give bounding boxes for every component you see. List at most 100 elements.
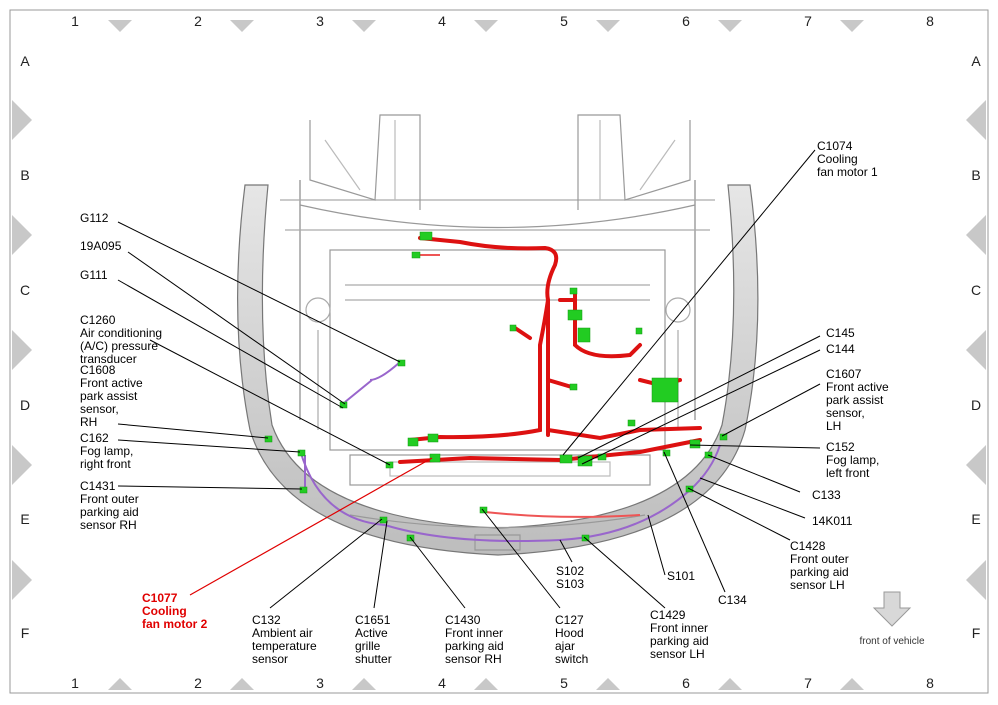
callout-c1651-line: grille bbox=[355, 639, 381, 653]
callout-c1607-line: LH bbox=[826, 419, 841, 433]
callout-c1607-line: C1607 bbox=[826, 367, 862, 381]
callout-c1607-line: park assist bbox=[826, 393, 884, 407]
grid-column-label: 1 bbox=[71, 675, 79, 691]
grid-column-label: 6 bbox=[682, 13, 690, 29]
grid-row-label: D bbox=[20, 397, 30, 413]
grid-row-label: E bbox=[971, 511, 980, 527]
grid-column-label: 5 bbox=[560, 675, 568, 691]
callout-c1430-line: sensor RH bbox=[445, 652, 502, 666]
callout-c1074-line: Cooling bbox=[817, 152, 858, 166]
grid-row-label: C bbox=[20, 282, 30, 298]
callout-c127-line: ajar bbox=[555, 639, 575, 653]
grid-row-label: D bbox=[971, 397, 981, 413]
callout-c162-line: Fog lamp, bbox=[80, 444, 133, 458]
grid-column-label: 2 bbox=[194, 13, 202, 29]
callout-c1428-line: Front outer bbox=[790, 552, 849, 566]
callout-c1074-line: fan motor 1 bbox=[817, 165, 878, 179]
grid-row-label: C bbox=[971, 282, 981, 298]
callout-c1651-line: C1651 bbox=[355, 613, 391, 627]
callout-c152-line: left front bbox=[826, 466, 870, 480]
callout-c1651-line: Active bbox=[355, 626, 388, 640]
callout-c145-line: C145 bbox=[826, 326, 855, 340]
leader-lines bbox=[117, 149, 821, 609]
callout-c1260-line: C1260 bbox=[80, 313, 116, 327]
callout-c1260-line: Air conditioning bbox=[80, 326, 162, 340]
callout-c132-line: Ambient air bbox=[252, 626, 313, 640]
callout-c132-line: temperature bbox=[252, 639, 317, 653]
callout-14k011-line: 14K011 bbox=[812, 514, 853, 528]
grid-row-label: B bbox=[971, 167, 980, 183]
callout-c1077-line: fan motor 2 bbox=[142, 617, 208, 631]
front-of-vehicle-label: front of vehicle bbox=[859, 636, 924, 647]
grid-column-label: 3 bbox=[316, 675, 324, 691]
callout-c1260-line: (A/C) pressure bbox=[80, 339, 158, 353]
callout-c1431-line: C1431 bbox=[80, 479, 116, 493]
grid-column-label: 3 bbox=[316, 13, 324, 29]
callout-c1429-line: C1429 bbox=[650, 608, 686, 622]
callout-c152-line: C152 bbox=[826, 440, 855, 454]
callout-c127-line: switch bbox=[555, 652, 588, 666]
callout-c1431-line: sensor RH bbox=[80, 518, 137, 532]
front-of-vehicle-arrow-icon bbox=[872, 591, 912, 627]
grid-row-label: A bbox=[971, 53, 981, 69]
connectors bbox=[264, 231, 728, 542]
callout-c1608-line: Front active bbox=[80, 376, 143, 390]
callout-c1608-line: RH bbox=[80, 415, 97, 429]
callout-c1428-line: C1428 bbox=[790, 539, 826, 553]
grid-column-label: 5 bbox=[560, 13, 568, 29]
callout-c132-line: sensor bbox=[252, 652, 288, 666]
callout-c152-line: Fog lamp, bbox=[826, 453, 879, 467]
callout-c1430-line: parking aid bbox=[445, 639, 504, 653]
grid-column-label: 7 bbox=[804, 13, 812, 29]
callout-g111-line: G111 bbox=[80, 268, 108, 282]
callout-c1607-line: sensor, bbox=[826, 406, 865, 420]
callout-c133-line: C133 bbox=[812, 488, 841, 502]
callout-c1651-line: shutter bbox=[355, 652, 392, 666]
callout-c1608-line: C1608 bbox=[80, 363, 116, 377]
callout-c132-line: C132 bbox=[252, 613, 281, 627]
callout-c1608-line: sensor, bbox=[80, 402, 119, 416]
grid-column-label: 4 bbox=[438, 13, 446, 29]
callout-c1074-line: C1074 bbox=[817, 139, 853, 153]
callout-c1607-line: Front active bbox=[826, 380, 889, 394]
grid-column-label: 7 bbox=[804, 675, 812, 691]
c1077-leader-line bbox=[189, 457, 433, 596]
callout-c1430-line: Front inner bbox=[445, 626, 503, 640]
callout-19a095-line: 19A095 bbox=[80, 239, 122, 253]
grid-column-label: 6 bbox=[682, 675, 690, 691]
callout-c1077-line: Cooling bbox=[142, 604, 187, 618]
grid-column-label: 8 bbox=[926, 13, 934, 29]
callout-c1431-line: Front outer bbox=[80, 492, 139, 506]
grid-markers bbox=[12, 20, 986, 690]
callout-c144-line: C144 bbox=[826, 342, 855, 356]
grid-column-label: 1 bbox=[71, 13, 79, 29]
callout-g112-line: G112 bbox=[80, 211, 109, 225]
callout-c127-line: C127 bbox=[555, 613, 584, 627]
grid-row-label: B bbox=[20, 167, 29, 183]
callout-c1429-line: Front inner bbox=[650, 621, 708, 635]
callout-c1260-line: transducer bbox=[80, 352, 137, 366]
grid-row-label: A bbox=[20, 53, 30, 69]
grid-row-label: F bbox=[21, 625, 30, 641]
callout-c162-line: right front bbox=[80, 457, 131, 471]
grid-column-label: 4 bbox=[438, 675, 446, 691]
callout-s102-line: S103 bbox=[556, 577, 584, 591]
callout-c1430-line: C1430 bbox=[445, 613, 481, 627]
callout-s101-line: S101 bbox=[667, 569, 695, 583]
callout-c134-line: C134 bbox=[718, 593, 747, 607]
callout-c1428-line: sensor LH bbox=[790, 578, 845, 592]
callout-c1431-line: parking aid bbox=[80, 505, 139, 519]
callout-c1429-line: sensor LH bbox=[650, 647, 705, 661]
grid-column-label: 2 bbox=[194, 675, 202, 691]
grid-row-label: E bbox=[20, 511, 29, 527]
callout-c127-line: Hood bbox=[555, 626, 584, 640]
callout-s102-line: S102 bbox=[556, 564, 584, 578]
callout-c1429-line: parking aid bbox=[650, 634, 709, 648]
callout-c162-line: C162 bbox=[80, 431, 109, 445]
callout-c1077-line: C1077 bbox=[142, 591, 178, 605]
grid-row-label: F bbox=[972, 625, 981, 641]
callout-c1608-line: park assist bbox=[80, 389, 138, 403]
grid-column-label: 8 bbox=[926, 675, 934, 691]
